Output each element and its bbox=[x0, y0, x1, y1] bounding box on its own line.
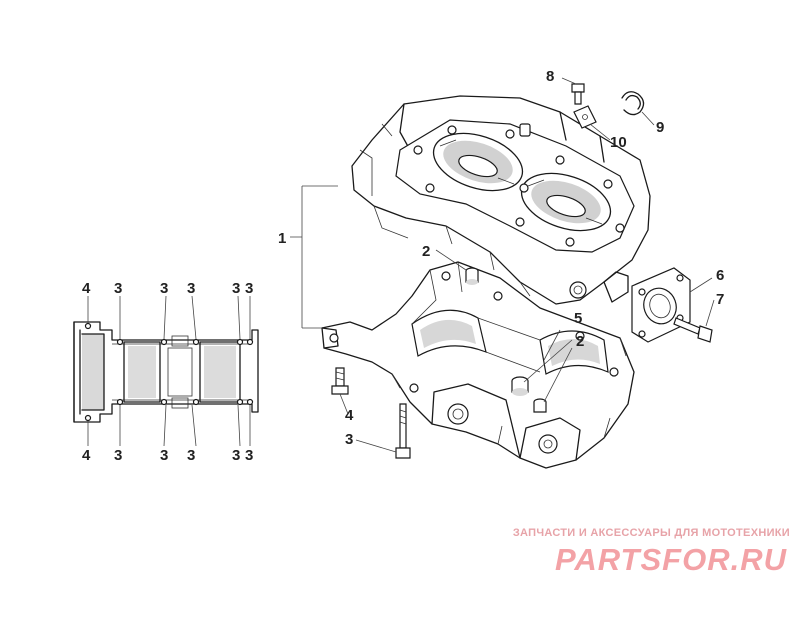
watermark-tagline: ЗАПЧАСТИ И АКСЕССУАРЫ ДЛЯ МОТОТЕХНИКИ bbox=[512, 527, 790, 539]
dowel-pin bbox=[465, 267, 479, 285]
callout-5: 5 bbox=[574, 310, 582, 327]
inset-callout-bottom-4: 4 bbox=[82, 447, 91, 464]
plate-bolt bbox=[673, 317, 713, 343]
inset-callout-top-3: 3 bbox=[160, 280, 168, 297]
retaining-ring bbox=[621, 91, 645, 116]
clip-bracket bbox=[573, 105, 597, 129]
crankcase-bolt-long bbox=[395, 403, 411, 459]
crankcase-bolt-short bbox=[331, 367, 349, 395]
dowel-pin-small bbox=[533, 398, 547, 413]
leader-lines bbox=[290, 77, 715, 453]
inset-callout-top-3: 3 bbox=[245, 280, 253, 297]
callout-2: 2 bbox=[576, 333, 584, 350]
callout-4: 4 bbox=[345, 407, 354, 424]
dowel-pin bbox=[511, 376, 529, 396]
inset-callout-top-3: 3 bbox=[232, 280, 240, 297]
inset-callout-top-3: 3 bbox=[114, 280, 122, 297]
lower-crankcase-half bbox=[321, 261, 635, 469]
callout-9: 9 bbox=[656, 119, 664, 136]
callout-2: 2 bbox=[422, 243, 430, 260]
bottom-view-inset bbox=[73, 295, 259, 447]
upper-crankcase-half bbox=[351, 95, 651, 305]
callout-6: 6 bbox=[716, 267, 724, 284]
inset-callout-top-4: 4 bbox=[82, 280, 91, 297]
inset-callout-bottom-3: 3 bbox=[232, 447, 240, 464]
inset-callout-top-3: 3 bbox=[187, 280, 195, 297]
inset-callout-bottom-3: 3 bbox=[160, 447, 168, 464]
inset-callout-bottom-3: 3 bbox=[187, 447, 195, 464]
exhaust-gasket-plate bbox=[631, 267, 691, 343]
watermark-logo: PARTSFOR.RU bbox=[555, 542, 788, 577]
callout-1: 1 bbox=[278, 230, 286, 247]
callout-3: 3 bbox=[345, 431, 353, 448]
callout-10: 10 bbox=[610, 134, 627, 151]
inset-callout-bottom-3: 3 bbox=[245, 447, 253, 464]
callout-7: 7 bbox=[716, 291, 724, 308]
inset-callout-bottom-3: 3 bbox=[114, 447, 122, 464]
screw bbox=[571, 83, 585, 105]
callout-8: 8 bbox=[546, 68, 554, 85]
